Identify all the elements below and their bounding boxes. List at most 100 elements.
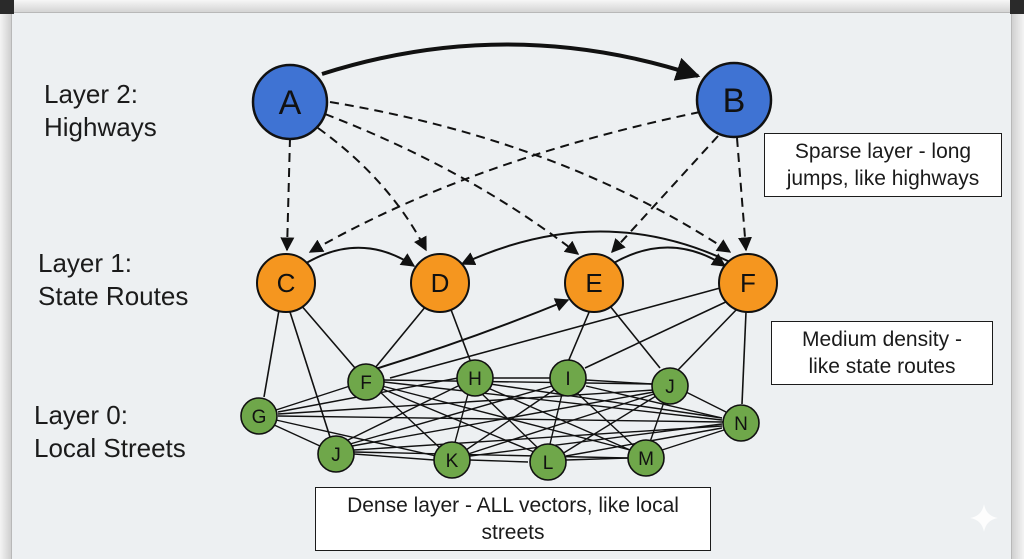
medium-callout-line2: like state routes: [808, 355, 956, 378]
edge-h-k: [453, 393, 469, 447]
mesh-edges: [271, 377, 727, 463]
node-k-label: K: [446, 451, 459, 472]
edge-h-l: [479, 391, 541, 451]
node-d: D: [410, 253, 470, 313]
node-j-right-label: J: [665, 377, 675, 398]
edge-j1-l: [561, 395, 657, 455]
edge-f0-j1: [383, 379, 653, 385]
edge-d-f0: [374, 305, 427, 369]
board-corner-left: [0, 0, 14, 14]
edge-i-l: [549, 393, 563, 445]
sparse-callout: Sparse layer - long jumps, like highways: [764, 133, 1002, 197]
node-b: B: [695, 61, 773, 139]
node-group: A B C D E F: [240, 61, 778, 481]
edge-f-d: [460, 230, 731, 266]
edge-g-j0: [271, 423, 321, 447]
node-j-left-label: J: [331, 445, 341, 466]
edge-j1-m: [649, 401, 665, 443]
layer1-edges: [302, 230, 731, 371]
node-f-layer0-label: F: [360, 373, 372, 394]
node-g: G: [240, 397, 278, 435]
layer1-label: Layer 1: State Routes: [38, 247, 188, 313]
node-e: E: [564, 253, 624, 313]
node-l: L: [529, 443, 567, 481]
sparkle-icon: [970, 504, 998, 532]
edge-j0-m: [353, 451, 629, 459]
edge-j0-i: [349, 385, 553, 445]
edge-f1-f0: [389, 287, 721, 379]
board-frame-top: [0, 0, 1024, 13]
sparse-callout-line1: Sparse layer - long: [794, 140, 972, 163]
edge-j1-k: [467, 393, 655, 455]
board-frame-right: [1011, 0, 1024, 559]
edge-group: [263, 42, 752, 463]
node-e-label: E: [585, 268, 602, 298]
layer2-subtitle: Highways: [44, 112, 157, 142]
node-l-label: L: [543, 453, 554, 474]
edge-f0-k: [377, 389, 441, 449]
edge-b-c: [308, 111, 701, 253]
board-frame-left: [0, 0, 12, 559]
dashed-edges: [280, 101, 752, 255]
board-surface: [12, 13, 1011, 559]
node-f-layer1: F: [718, 253, 778, 313]
edge-f1-j1: [677, 307, 739, 371]
edge-f0-e: [371, 298, 570, 371]
edge-g-f0: [275, 385, 351, 411]
edge-c-g: [263, 309, 280, 398]
node-m-label: M: [638, 449, 654, 470]
edge-a-c: [280, 137, 295, 252]
edge-i-j1: [585, 379, 653, 385]
node-i-label: I: [565, 369, 570, 390]
edge-i-n: [585, 385, 723, 419]
edge-b-f: [736, 137, 752, 252]
edge-c-f0: [299, 303, 356, 369]
edge-g-k: [275, 419, 437, 457]
edge-j0-n: [353, 425, 723, 451]
node-n-label: N: [734, 414, 748, 435]
node-n: N: [722, 404, 760, 442]
node-g-label: G: [252, 407, 267, 428]
edge-h-m: [487, 387, 631, 451]
edge-f0-n: [383, 381, 723, 421]
layer2-title: Layer 2:: [44, 79, 138, 109]
medium-callout: Medium density - like state routes: [771, 321, 993, 385]
node-a-label: A: [279, 84, 302, 122]
node-j-layer0-right: J: [651, 367, 689, 405]
node-i: I: [549, 359, 587, 397]
dense-callout-line1: Dense layer - ALL vectors, like local: [347, 494, 679, 517]
node-a: A: [251, 63, 329, 141]
layer0-label: Layer 0: Local Streets: [34, 399, 186, 465]
node-f-layer1-label: F: [740, 268, 756, 298]
edge-e-i: [567, 309, 591, 363]
edge-a-d: [317, 127, 427, 252]
edge-a-b: [321, 42, 701, 81]
node-b-label: B: [723, 82, 746, 120]
node-h-label: H: [468, 369, 482, 390]
dense-callout: Dense layer - ALL vectors, like local st…: [315, 487, 711, 551]
node-m: M: [627, 439, 665, 477]
node-d-label: D: [431, 268, 450, 298]
edge-a-f: [329, 101, 732, 253]
edge-j0-k: [353, 453, 435, 461]
layer1-title: Layer 1:: [38, 248, 132, 278]
node-c-label: C: [277, 268, 296, 298]
layer0-subtitle: Local Streets: [34, 433, 186, 463]
edge-h-n: [489, 383, 723, 419]
layer2-label: Layer 2: Highways: [44, 78, 157, 144]
node-j-layer0-left: J: [317, 435, 355, 473]
edge-e-f: [611, 246, 727, 267]
edge-i-k: [465, 389, 555, 451]
edge-m-n: [661, 429, 725, 451]
node-c: C: [256, 253, 316, 313]
node-f-layer0: F: [347, 363, 385, 401]
dense-callout-line2: streets: [481, 521, 545, 544]
node-h: H: [456, 359, 494, 397]
sparse-callout-line2: jumps, like highways: [786, 167, 980, 190]
node-k: K: [433, 441, 471, 479]
edge-c-d: [302, 246, 416, 267]
layer1-subtitle: State Routes: [38, 281, 189, 311]
medium-callout-line1: Medium density -: [802, 328, 962, 351]
edge-b-e: [611, 135, 719, 254]
